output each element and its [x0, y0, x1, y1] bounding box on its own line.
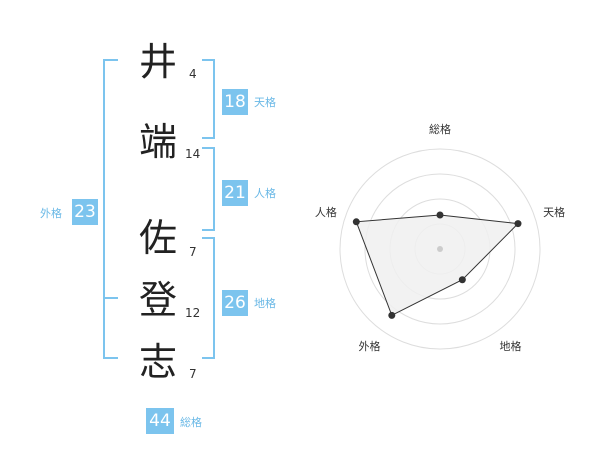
surname-char-1: 井 — [138, 40, 177, 84]
tenkaku-label: 天格 — [254, 96, 276, 109]
jinkaku-badge: 21 — [222, 180, 248, 206]
given-char-1: 佐 — [138, 216, 177, 260]
surname-char-2: 端 — [138, 120, 177, 164]
surname-char-2-strokes: 14 — [185, 147, 201, 161]
tenkaku-badge: 18 — [222, 89, 248, 115]
radar-series-shape — [355, 214, 520, 317]
given-char-3-strokes: 7 — [189, 367, 197, 381]
radar-axis-label-0: 総格 — [429, 122, 451, 136]
soukaku-label: 総格 — [180, 416, 202, 429]
gaikaku-badge: 23 — [72, 199, 98, 225]
jinkaku-label: 人格 — [254, 187, 276, 200]
gaikaku-label: 外格 — [40, 207, 62, 220]
radar-ring — [339, 148, 541, 350]
given-char-2-strokes: 12 — [185, 306, 201, 320]
surname-char-1-strokes: 4 — [189, 67, 197, 81]
radar-axis-label-4: 人格 — [315, 205, 337, 219]
radar-point-2 — [458, 276, 466, 284]
radar-axis-label-2: 地格 — [500, 339, 522, 353]
radar-center-dot — [437, 246, 443, 252]
radar-point-0 — [436, 211, 444, 219]
given-char-1-strokes: 7 — [189, 245, 197, 259]
soukaku-badge: 44 — [146, 408, 174, 434]
radar-point-4 — [352, 218, 360, 226]
radar-point-1 — [514, 220, 522, 228]
radar-ring — [364, 173, 516, 325]
chikaku-label: 地格 — [254, 297, 276, 310]
chikaku-badge: 26 — [222, 290, 248, 316]
radar-axis-label-1: 天格 — [543, 205, 565, 219]
given-char-2: 登 — [138, 278, 177, 322]
given-char-3: 志 — [138, 340, 177, 384]
radar-point-3 — [388, 311, 396, 319]
radar-axis-label-3: 外格 — [358, 339, 380, 353]
